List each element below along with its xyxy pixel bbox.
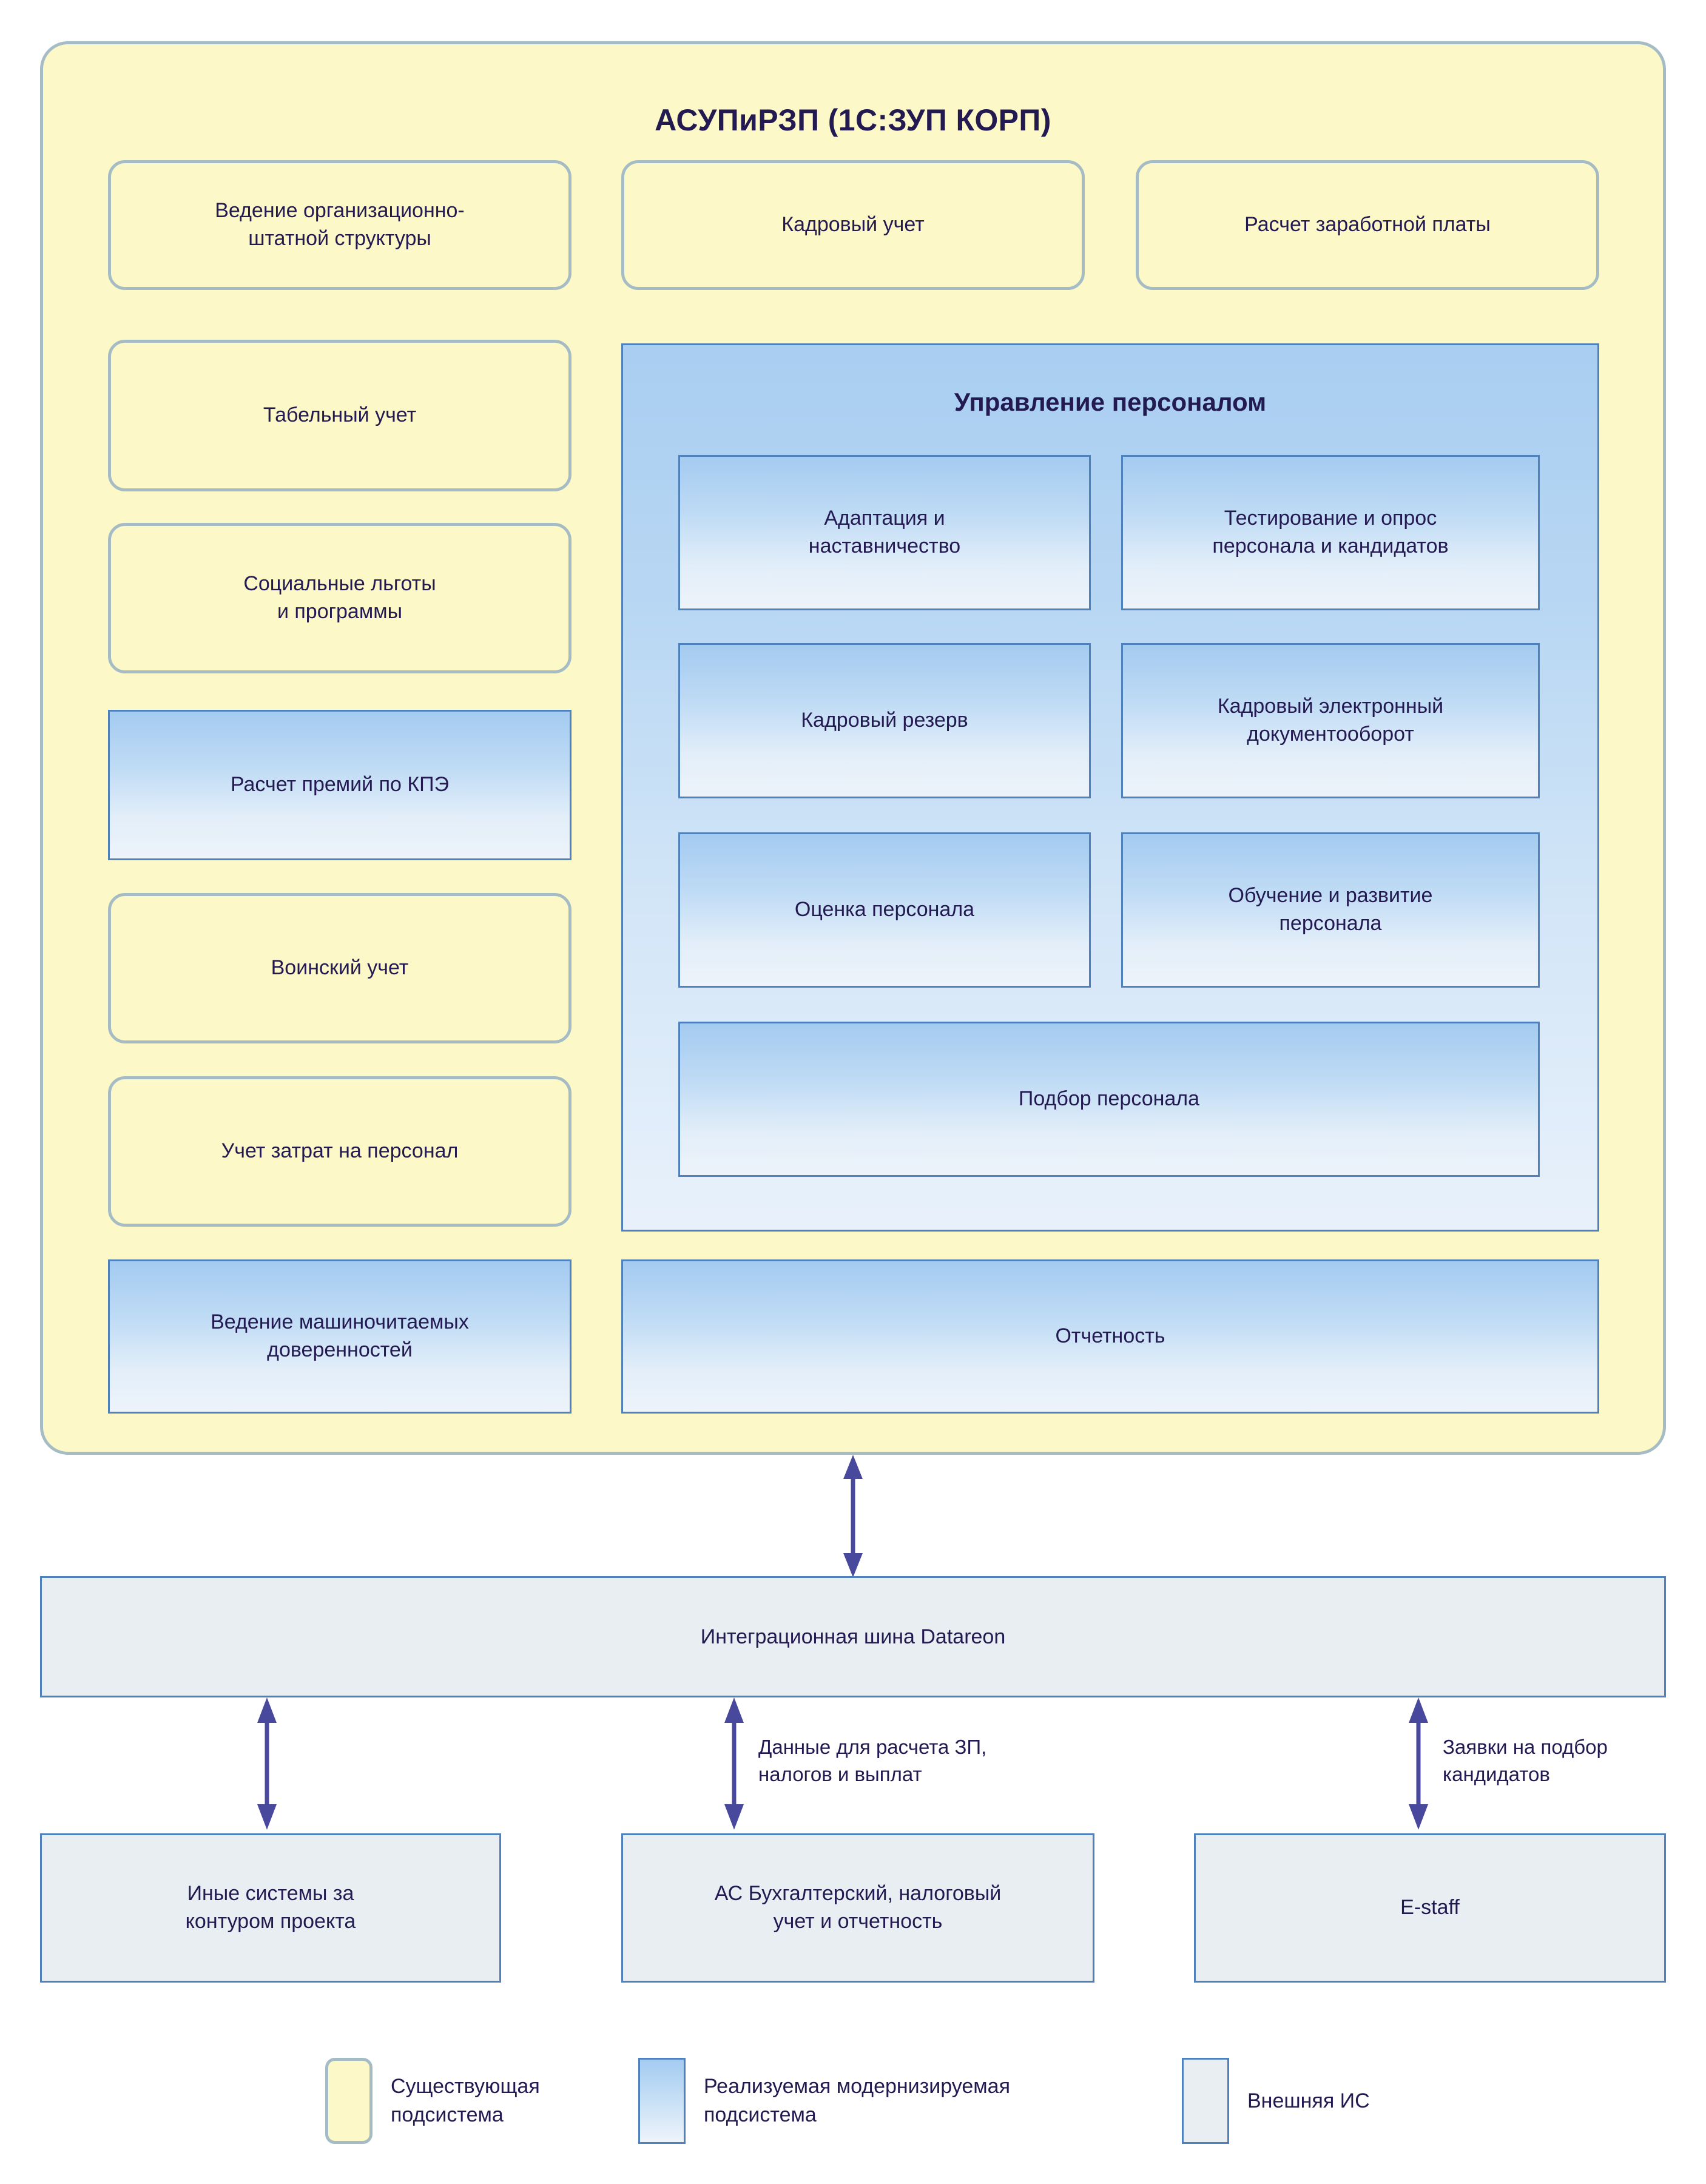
legend-label-external: Внешняя ИС [1247, 2089, 1370, 2112]
box-kpi-bonus[interactable]: Расчет премий по КПЭ [108, 710, 571, 860]
arrow-bus-to-accounting [716, 1697, 752, 1830]
edge-label-candidate-requests: Заявки на подбор кандидатов [1443, 1736, 1608, 1785]
box-personnel-assessment[interactable]: Оценка персонала [678, 832, 1091, 988]
box-testing-surveys[interactable]: Тестирование и опрос персонала и кандида… [1121, 455, 1540, 610]
legend-item-existing: Существующая подсистема [325, 2058, 540, 2144]
legend-item-external: Внешняя ИС [1182, 2058, 1370, 2144]
hr-management-title: Управление персоналом [954, 388, 1267, 416]
box-other-systems[interactable]: Иные системы за контуром проекта [40, 1833, 501, 1983]
box-machine-readable-poa[interactable]: Ведение машиночитаемых доверенностей [108, 1259, 571, 1414]
legend-item-modernized: Реализуемая модернизируемая подсистема [638, 2058, 1010, 2144]
integration-bus-label: Интеграционная шина Datareon [700, 1625, 1006, 1648]
legend-label-existing: Существующая подсистема [391, 2075, 540, 2126]
arrow-container-to-bus [835, 1455, 871, 1577]
legend-label-modernized: Реализуемая модернизируемая подсистема [704, 2075, 1011, 2126]
legend-swatch-modernized [638, 2058, 686, 2144]
page-title: АСУПиРЗП (1С:ЗУП КОРП) [655, 103, 1051, 137]
box-training-development[interactable]: Обучение и развитие персонала [1121, 832, 1540, 988]
arrow-bus-to-other-systems [249, 1697, 285, 1830]
legend-swatch-external [1182, 2058, 1229, 2144]
box-hr-accounting[interactable]: Кадровый учет [621, 160, 1085, 290]
box-estaff[interactable]: E-staff [1194, 1833, 1666, 1983]
box-recruitment[interactable]: Подбор персонала [678, 1022, 1540, 1177]
box-reporting[interactable]: Отчетность [621, 1259, 1599, 1414]
box-social-benefits[interactable]: Социальные льготы и программы [108, 523, 571, 673]
box-accounting-tax[interactable]: АС Бухгалтерский, налоговый учет и отчет… [621, 1833, 1094, 1983]
integration-bus[interactable]: Интеграционная шина Datareon [40, 1576, 1666, 1697]
box-military-registration[interactable]: Воинский учет [108, 893, 571, 1043]
box-personnel-costs[interactable]: Учет затрат на персонал [108, 1076, 571, 1227]
arrow-bus-to-estaff [1400, 1697, 1437, 1830]
box-hr-edocflow[interactable]: Кадровый электронный документооборот [1121, 643, 1540, 798]
box-timesheet[interactable]: Табельный учет [108, 340, 571, 491]
box-payroll[interactable]: Расчет заработной платы [1136, 160, 1599, 290]
box-org-structure[interactable]: Ведение организационно- штатной структур… [108, 160, 571, 290]
box-talent-pool[interactable]: Кадровый резерв [678, 643, 1091, 798]
legend-swatch-existing [325, 2058, 373, 2144]
edge-label-payroll-data: Данные для расчета ЗП, налогов и выплат [758, 1736, 987, 1785]
box-adaptation-mentoring[interactable]: Адаптация и наставничество [678, 455, 1091, 610]
